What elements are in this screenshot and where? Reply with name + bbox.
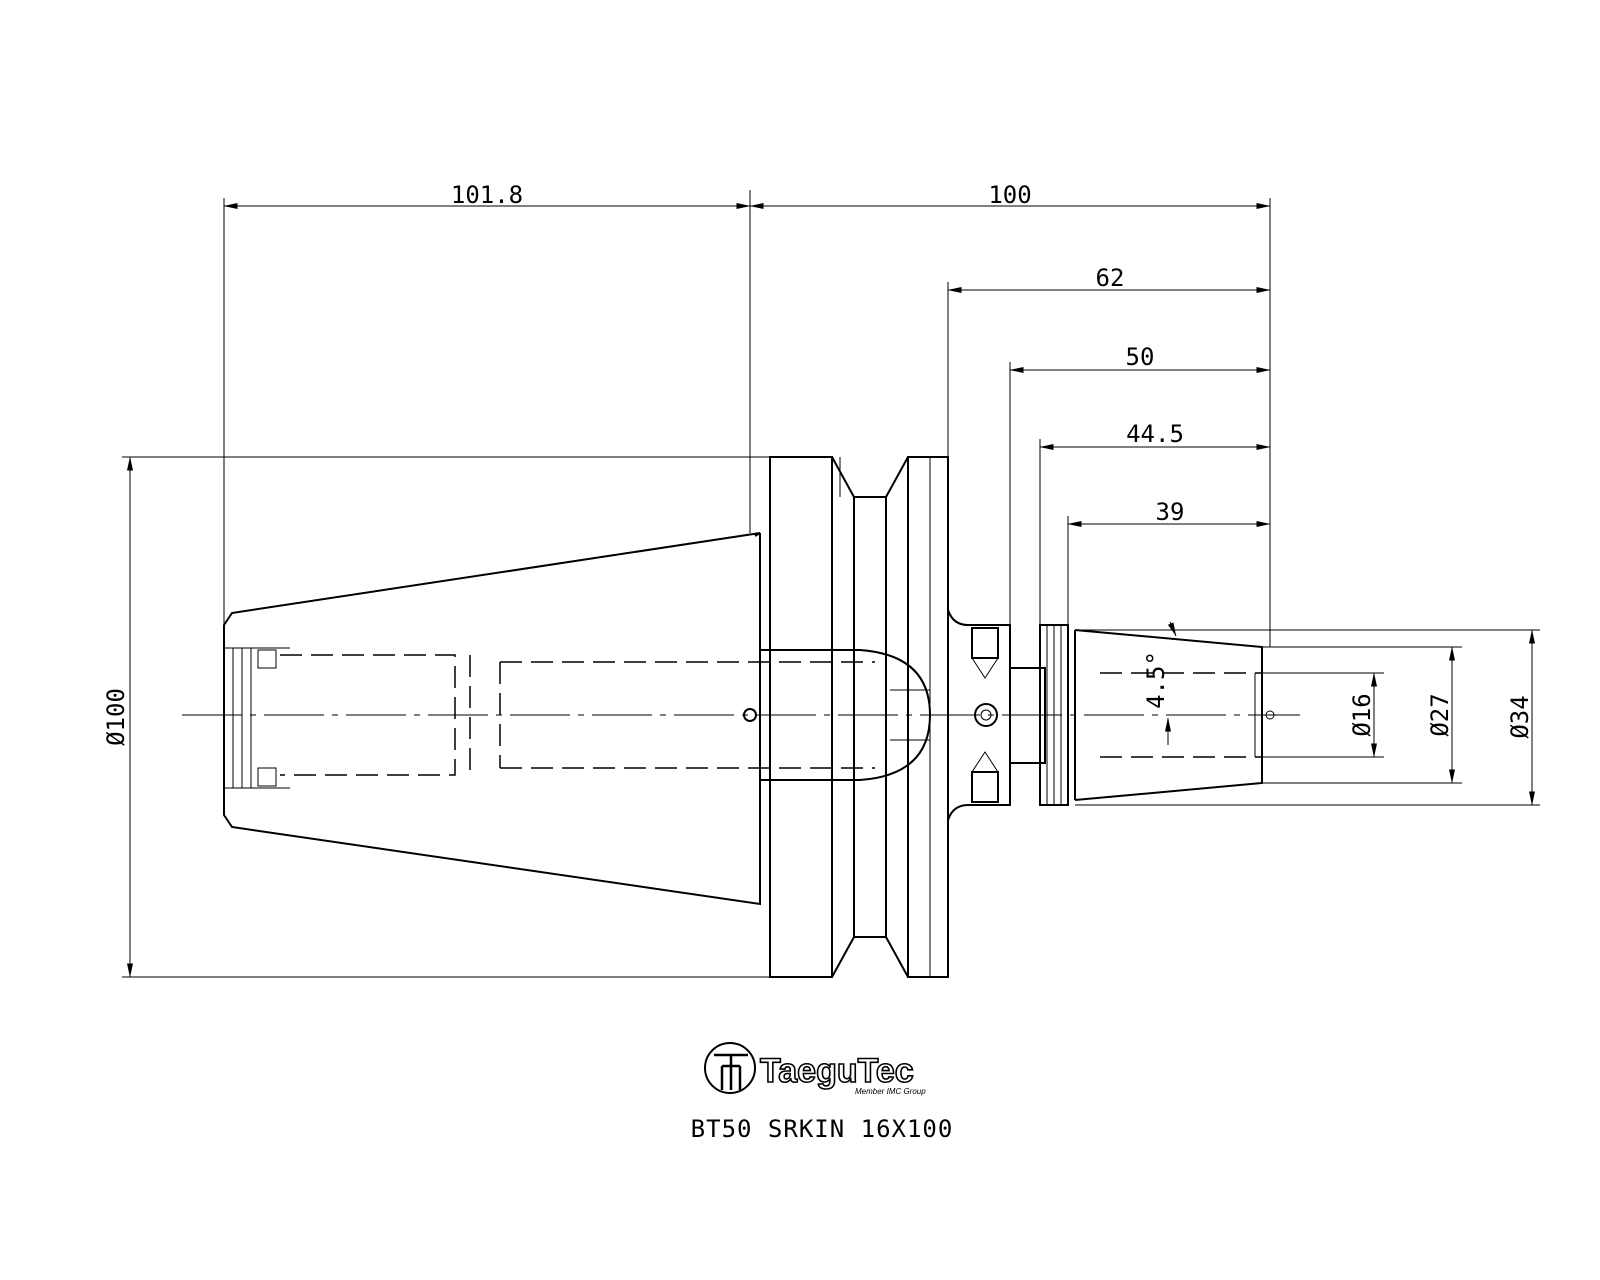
taper-shank	[223, 532, 761, 906]
dim-flange-to-end: 62	[1096, 264, 1125, 292]
pull-stud-seat	[224, 647, 290, 789]
dim-bore-dia: Ø16	[1348, 693, 1376, 736]
dim-flange-dia: Ø100	[102, 688, 130, 746]
tool-holder-outline	[182, 456, 1300, 978]
flange	[769, 456, 949, 978]
dim-nose-tip-dia: Ø27	[1426, 693, 1454, 736]
dimensions: 101.8 100 62 50 44.5 39 Ø100 Ø16	[102, 181, 1540, 978]
dim-nose-length: 44.5	[1126, 420, 1184, 448]
dim-clamp-length: 50	[1126, 343, 1155, 371]
dim-cone-length: 39	[1156, 498, 1185, 526]
dim-taper-angle: 4.5°	[1142, 651, 1170, 709]
locking-screw-bottom	[971, 751, 999, 803]
part-number: BT50 SRKIN 16X100	[691, 1115, 954, 1143]
logo-brand: TaeguTec	[760, 1052, 914, 1090]
dim-taper-length: 101.8	[451, 181, 523, 209]
taegutec-logo: TaeguTec Member IMC Group	[704, 1042, 926, 1096]
dim-gauge-to-end: 100	[988, 181, 1031, 209]
logo-tagline: Member IMC Group	[855, 1087, 926, 1096]
dim-nose-base-dia: Ø34	[1506, 695, 1534, 738]
tt-emblem-icon	[704, 1042, 756, 1094]
locking-screw-top	[971, 627, 999, 679]
